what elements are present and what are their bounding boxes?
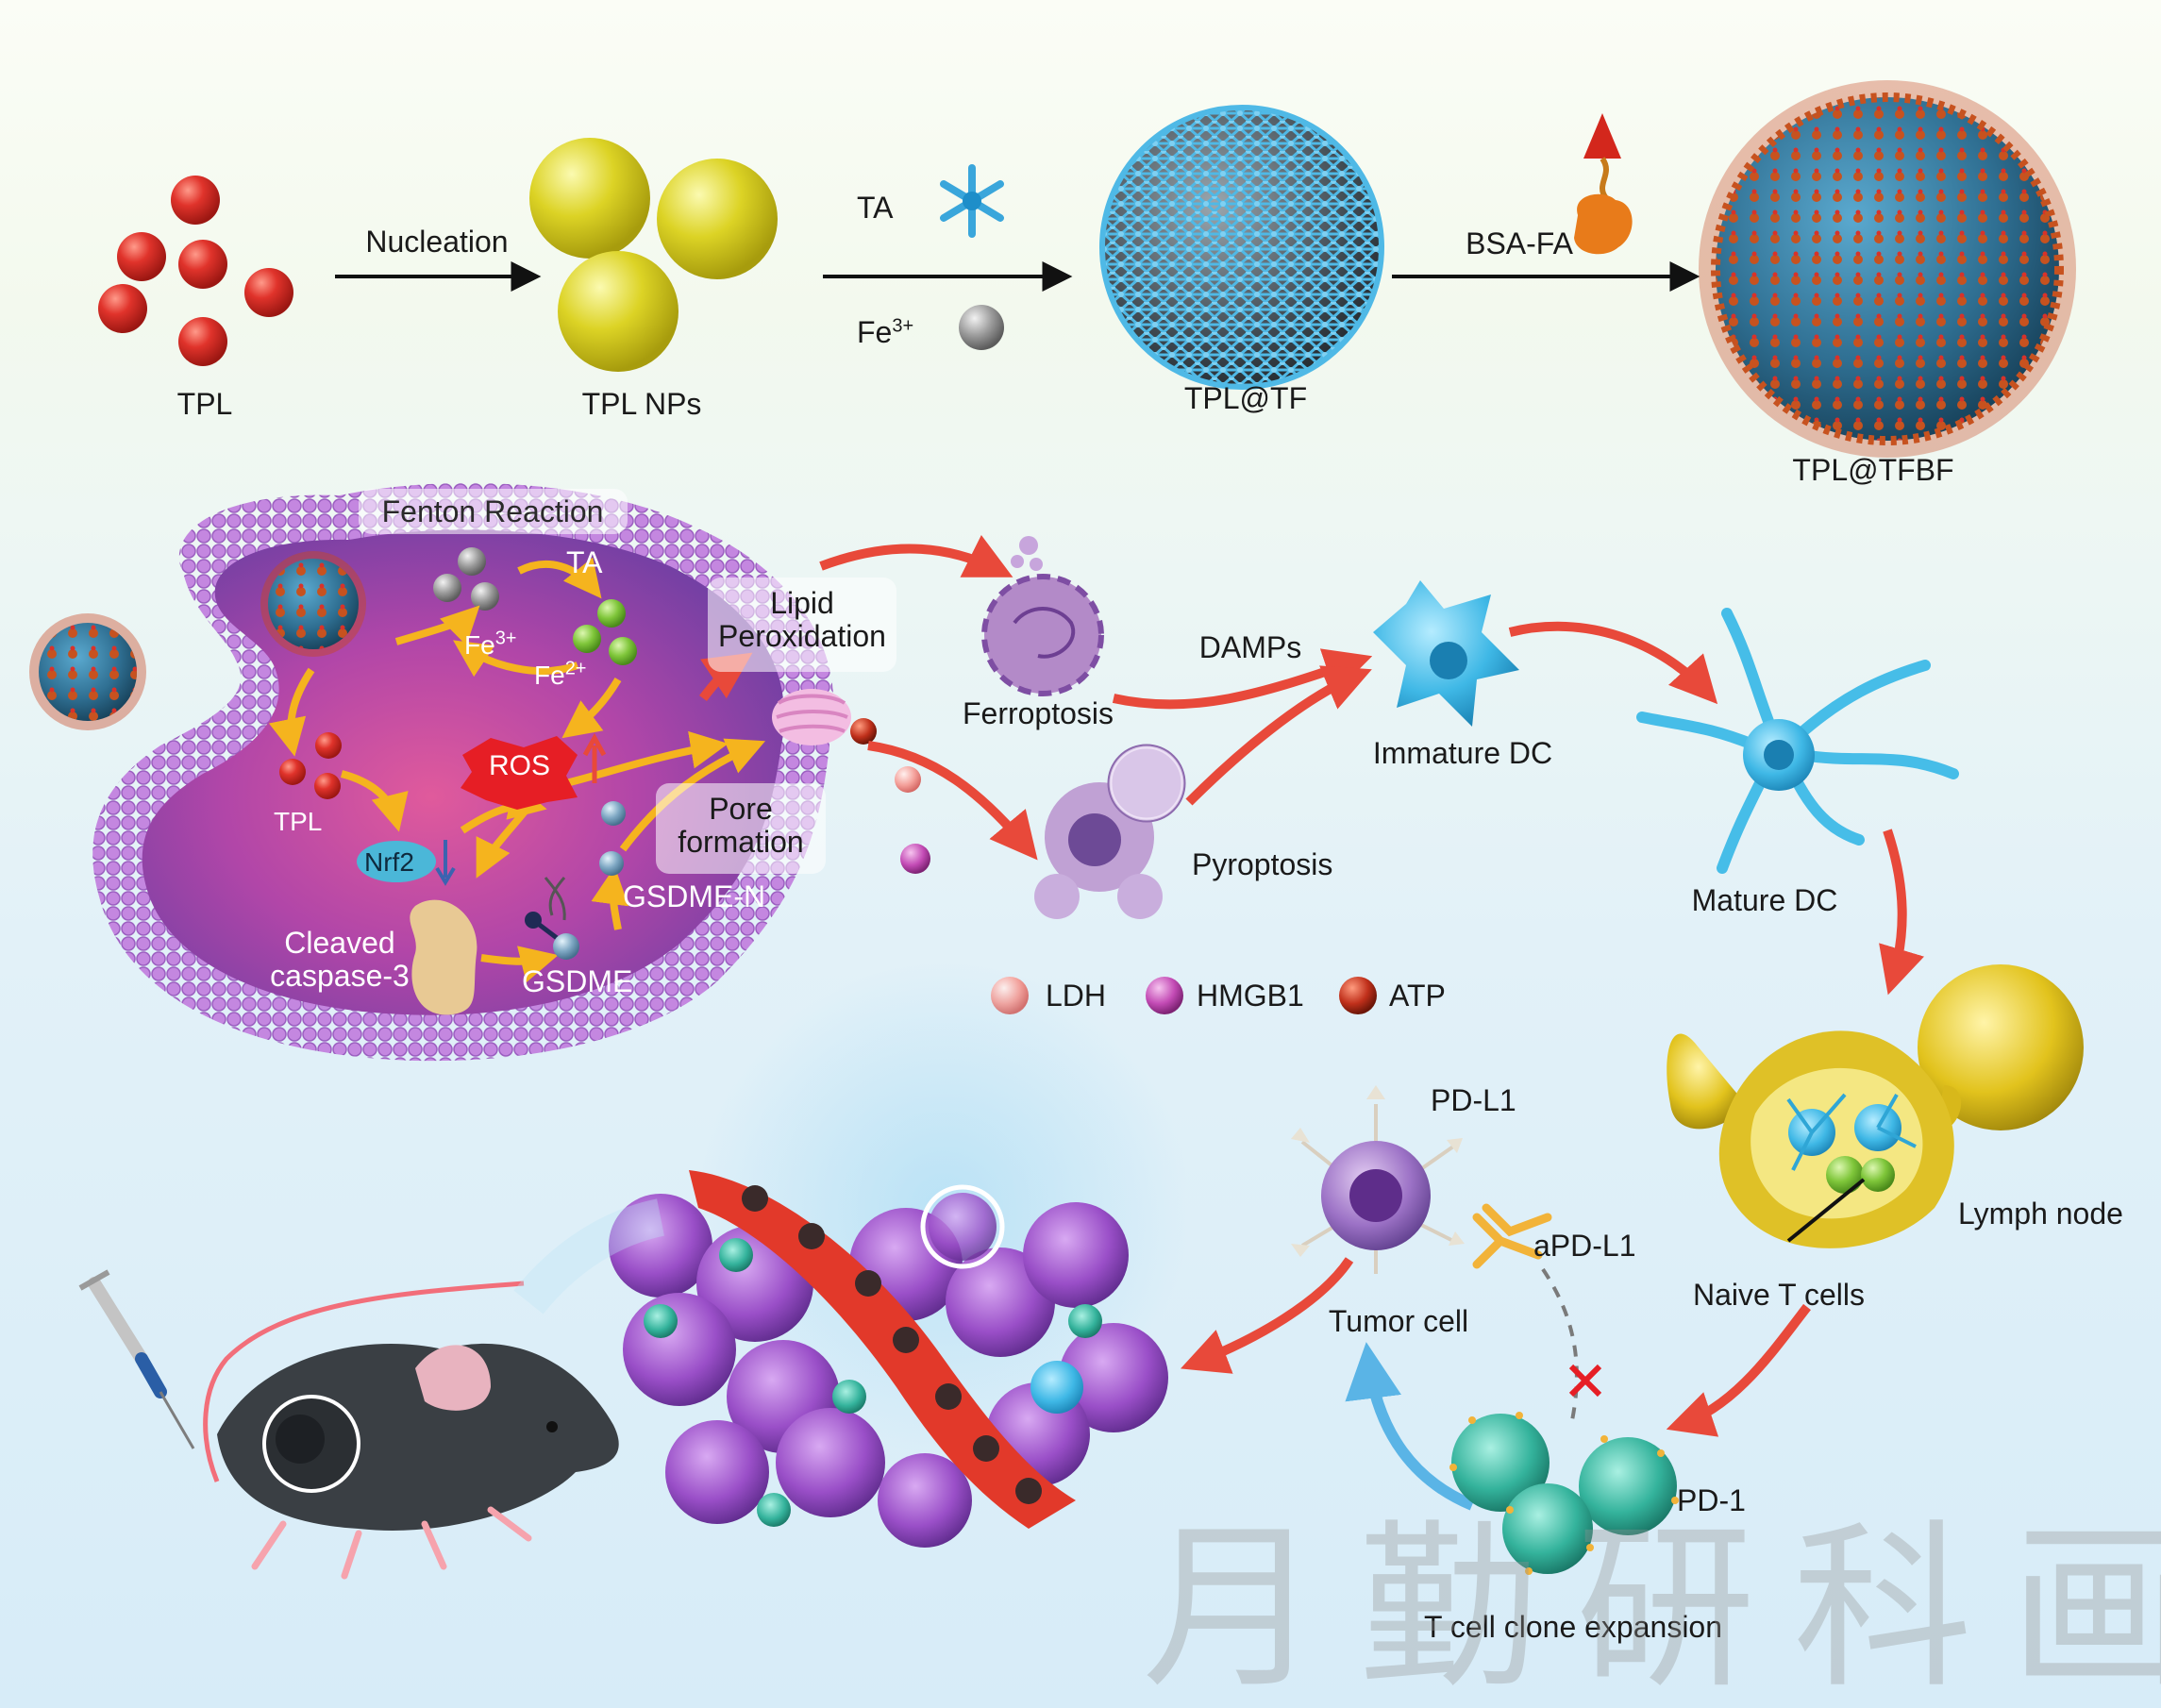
tpl-tfbf-inside-cell	[260, 551, 366, 657]
pyroptosis-cell-icon	[1034, 745, 1184, 919]
damps-arrow-from-pyroptosis	[1189, 675, 1359, 802]
hmgb1-legend-icon	[1146, 977, 1183, 1014]
cell-tpl-label: TPL	[274, 807, 322, 837]
nucleation-label: Nucleation	[365, 225, 508, 260]
pd-l1-label: PD-L1	[1431, 1083, 1516, 1118]
nrf2-label: Nrf2	[364, 847, 414, 878]
atp-legend-icon	[1339, 977, 1377, 1014]
tpl-nps-label: TPL NPs	[582, 387, 702, 422]
hmgb1-legend-label: HMGB1	[1197, 979, 1304, 1013]
naive-t-cells-label: Naive T cells	[1693, 1278, 1865, 1313]
tumor-to-tissue-arrow	[1194, 1260, 1349, 1364]
tpl-tfbf-outside-cell	[29, 613, 146, 730]
bsa-fa-label: BSA-FA	[1466, 226, 1573, 261]
watermark: 月勤研科画	[1142, 1463, 2161, 1708]
gsdme-label: GSDME	[522, 964, 632, 999]
to-lymph-node-arrow	[1887, 830, 1902, 981]
mature-dc-icon	[1642, 613, 1953, 868]
tumor-tissue	[609, 1170, 1168, 1548]
ros-label: ROS	[489, 750, 550, 782]
ldh-legend-label: LDH	[1046, 979, 1106, 1013]
tpl-tfbf-label: TPL@TFBF	[1792, 453, 1953, 488]
cleaved-caspase3-icon	[410, 900, 477, 1015]
cell-fe2-label: Fe2+	[534, 661, 587, 691]
blockade-dashed-line	[1543, 1269, 1577, 1425]
cell-ta-label: TA	[566, 545, 603, 580]
ldh-particle	[895, 766, 921, 793]
fe3-label: Fe3+	[857, 315, 913, 350]
gsdme-n-label: GSDME-N	[623, 879, 765, 914]
tpl-molecules	[98, 176, 293, 366]
bsa-fa-molecule-icon	[1574, 113, 1633, 254]
membrane-pore-icon	[772, 689, 877, 745]
to-pyroptosis-arrow	[868, 745, 1029, 849]
to-ferroptosis-arrow	[821, 548, 1000, 571]
tpl-label: TPL	[177, 387, 233, 422]
atp-legend-label: ATP	[1389, 979, 1446, 1013]
ferroptosis-label: Ferroptosis	[963, 696, 1114, 731]
dc-maturation-arrow	[1510, 627, 1708, 694]
pyroptosis-label: Pyroptosis	[1192, 847, 1332, 882]
ferroptosis-cell-icon	[984, 536, 1101, 694]
lymph-to-tcell-arrow	[1680, 1307, 1807, 1425]
tpl-tf-label: TPL@TF	[1184, 381, 1307, 416]
fenton-reaction-label: Fenton Reaction	[382, 494, 604, 529]
fe3-ion-icon	[959, 305, 1004, 350]
cell-fe3-label: Fe3+	[464, 630, 517, 661]
syringe-icon	[80, 1272, 193, 1448]
hmgb1-particle	[900, 844, 930, 874]
immature-dc-icon	[1373, 580, 1519, 727]
immature-dc-label: Immature DC	[1373, 736, 1552, 771]
tpl-tf-nanoparticle	[1102, 108, 1382, 387]
tpl-tfbf-nanoparticle	[1699, 80, 2076, 458]
apd-l1-label: aPD-L1	[1533, 1229, 1636, 1264]
ta-molecule-icon	[944, 168, 1000, 234]
tumor-cell-label: Tumor cell	[1329, 1304, 1468, 1339]
mouse-icon	[217, 1344, 619, 1576]
mature-dc-label: Mature DC	[1692, 883, 1838, 918]
tpl-nanoparticles	[529, 138, 778, 372]
ta-label: TA	[857, 191, 894, 226]
lymph-node-label: Lymph node	[1958, 1197, 2123, 1231]
damps-label: DAMPs	[1199, 630, 1301, 665]
blocked-x-icon	[1571, 1366, 1600, 1395]
